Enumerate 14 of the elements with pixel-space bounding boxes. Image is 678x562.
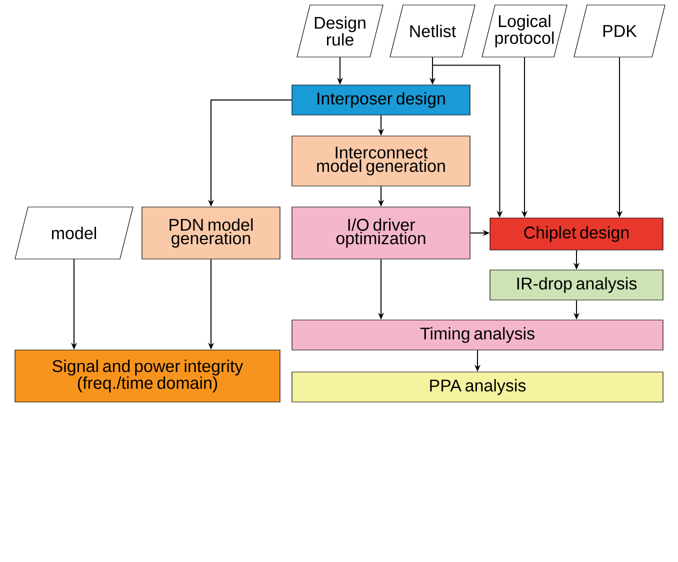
input-parallelogram: Design rule xyxy=(296,4,384,58)
process-box: IR-drop analysis xyxy=(490,270,664,300)
process-box: Signal and power integrity (freq./time domain) xyxy=(14,350,280,402)
process-box: Interposer design xyxy=(292,84,470,116)
input-parallelogram: model xyxy=(14,206,134,260)
process-box: Chiplet design xyxy=(490,218,664,250)
process-box: Interconnect model generation xyxy=(292,136,470,186)
process-box: Timing analysis xyxy=(292,320,664,350)
input-parallelogram: Logical protocol xyxy=(482,4,568,58)
process-box: I/O driver optimization xyxy=(292,206,470,260)
input-parallelogram: Netlist xyxy=(390,4,476,58)
process-box: PDN model generation xyxy=(142,206,280,260)
process-box: PPA analysis xyxy=(292,372,664,402)
input-parallelogram: PDK xyxy=(574,4,666,58)
